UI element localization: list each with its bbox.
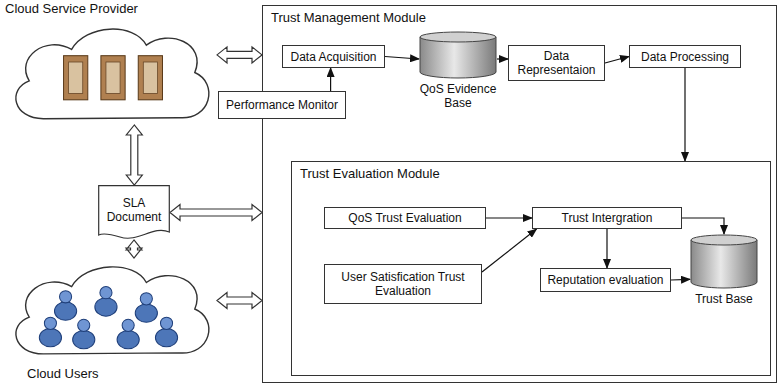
node-label: Cloud Service Provider: [5, 2, 138, 16]
flow-arrow: [482, 229, 537, 272]
node-label: Trust Management Module: [271, 11, 426, 25]
process-box: Data Processing: [629, 45, 741, 68]
flow-arrow: [330, 68, 331, 91]
process-box: Data Acquisition: [282, 45, 385, 68]
double-arrow: [126, 125, 142, 185]
process-box: Performance Monitor: [218, 91, 346, 119]
node-label: Data Acquisition: [290, 50, 376, 64]
node-label: Cloud Users: [27, 367, 99, 381]
module-frame: Trust Evaluation ModuleQoS Trust Evaluat…: [291, 161, 771, 376]
cylinder-shape: [690, 234, 758, 289]
node-label: Performance Monitor: [226, 98, 338, 112]
double-arrow: [217, 293, 262, 309]
process-box: QoS Trust Evaluation: [324, 207, 486, 229]
process-box: Reputation evaluation: [540, 268, 671, 292]
node-label: QoS Trust Evaluation: [348, 211, 461, 225]
module-frame: Trust Management ModuleData AcquisitionQ…: [262, 5, 777, 383]
cloud-node: Cloud Service Provider: [5, 2, 217, 125]
database-cylinder: QoS Evidence Base: [419, 31, 497, 111]
double-arrow: [170, 205, 262, 221]
flow-arrow: [606, 229, 607, 268]
process-box: Trust Intergration: [532, 207, 682, 229]
flow-arrow: [497, 58, 508, 59]
database-cylinder: Trust Base: [690, 234, 758, 307]
node-label: User Satisfication Trust Evaluation: [330, 270, 476, 298]
document-shape: SLA Document: [98, 185, 170, 240]
flow-arrow: [385, 57, 419, 60]
node-label: Reputation evaluation: [547, 273, 663, 287]
flow-arrow: [486, 217, 532, 218]
node-label: Trust Evaluation Module: [300, 167, 440, 181]
node-label: SLA Document: [103, 196, 165, 224]
flow-arrow: [605, 57, 629, 64]
process-box: User Satisfication Trust Evaluation: [324, 264, 482, 304]
process-box: Data Representaion: [508, 45, 605, 81]
node-label: Data Representaion: [514, 49, 599, 77]
flow-arrow: [682, 218, 724, 234]
node-label: Trust Base: [690, 292, 758, 306]
cloud-shape: [5, 20, 217, 125]
cylinder-shape: [419, 31, 497, 79]
double-arrow: [126, 240, 142, 258]
cloud-node: Cloud Users: [5, 258, 217, 383]
node-label: Trust Intergration: [562, 211, 653, 225]
flow-arrow: [671, 279, 690, 281]
double-arrow: [217, 47, 262, 63]
flow-arrow: [684, 68, 685, 161]
node-label: Data Processing: [641, 50, 729, 64]
cloud-shape: [5, 258, 217, 360]
node-label: QoS Evidence Base: [419, 82, 497, 110]
